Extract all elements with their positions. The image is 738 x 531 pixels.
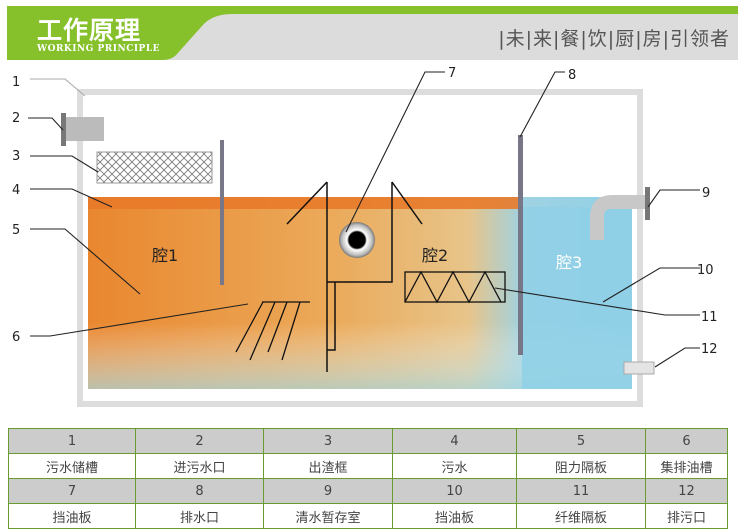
legend-name: 集排油槽 [645,453,728,479]
legend-name: 污水 [392,453,517,479]
callout-labels: 1 2 3 4 5 6 7 8 9 10 11 12 腔1 腔2 腔3 [12,66,718,357]
inlet-pipe [66,117,104,141]
legend-name: 排水口 [135,503,264,529]
legend-number: 11 [516,478,646,504]
legend-name-row: 污水储槽 进污水口 出渣框 污水 阻力隔板 集排油槽 [8,453,728,479]
banner-background [7,6,738,60]
legend-name-row: 挡油板 排水口 清水暂存室 挡油板 纤维隔板 排污口 [8,503,728,529]
legend-number-row: 1 2 3 4 5 6 [8,428,728,454]
oil-collector-groove [235,301,310,361]
legend-number: 7 [8,478,136,504]
leader-lines [28,71,700,368]
legend-number: 9 [263,478,393,504]
legend-name: 阻力隔板 [516,453,646,479]
legend-name: 污水储槽 [8,453,136,479]
fiber-baffle [404,270,506,304]
legend-number: 8 [135,478,264,504]
header-banner: 工作原理 WORKING PRINCIPLE |未|来|餐|饮|厨|房|引领者 [7,6,738,60]
legend-name: 挡油板 [8,503,136,529]
clean-water [522,207,632,389]
oil-baffle-box [286,181,423,372]
callout-1: 1 [12,75,20,90]
legend-number: 4 [392,428,517,454]
callout-12: 12 [701,342,718,357]
callout-4: 4 [12,183,20,198]
slogan: |未|来|餐|饮|厨|房|引领者 [498,28,730,50]
callout-7: 7 [448,66,456,81]
callout-2: 2 [12,111,20,126]
oil-layer [88,197,518,209]
resistance-baffle [220,140,224,285]
legend-number: 1 [8,428,136,454]
legend-name: 挡油板 [392,503,517,529]
chamber-3-label: 腔3 [556,253,582,272]
chamber-2-label: 腔2 [422,246,448,265]
legend-number: 5 [516,428,646,454]
legend-number: 12 [645,478,728,504]
legend-number: 3 [263,428,393,454]
grease-trap-diagram: 1 2 3 4 5 6 7 8 9 10 11 12 腔1 腔2 腔3 [12,66,718,407]
oil-outlet-hole [339,222,375,258]
callout-9: 9 [702,186,710,201]
sewage-outlet [623,361,655,375]
legend-name: 纤维隔板 [516,503,646,529]
slag-basket [96,151,213,184]
page-subtitle: WORKING PRINCIPLE [37,44,161,54]
legend-name: 排污口 [645,503,728,529]
callout-8: 8 [568,68,576,83]
callout-11: 11 [701,310,718,325]
legend-number: 10 [392,478,517,504]
legend-number-row: 7 8 9 10 11 12 [8,478,728,504]
callout-3: 3 [12,149,20,164]
legend-number: 6 [645,428,728,454]
chamber-1-label: 腔1 [152,246,178,265]
legend-number: 2 [135,428,264,454]
legend-name: 出渣框 [263,453,393,479]
outlet-elbow [590,195,645,240]
callout-5: 5 [12,223,20,238]
inlet-flange [61,113,66,146]
legend-name: 进污水口 [135,453,264,479]
callout-6: 6 [12,330,20,345]
legend-name: 清水暂存室 [263,503,393,529]
outlet-flange [645,187,650,220]
page-title: 工作原理 [37,16,142,45]
callout-10: 10 [697,263,714,278]
legend-table: 1 2 3 4 5 6 污水储槽 进污水口 出渣框 污水 阻力隔板 集排油槽 7… [8,428,728,529]
drain-baffle [518,135,523,355]
